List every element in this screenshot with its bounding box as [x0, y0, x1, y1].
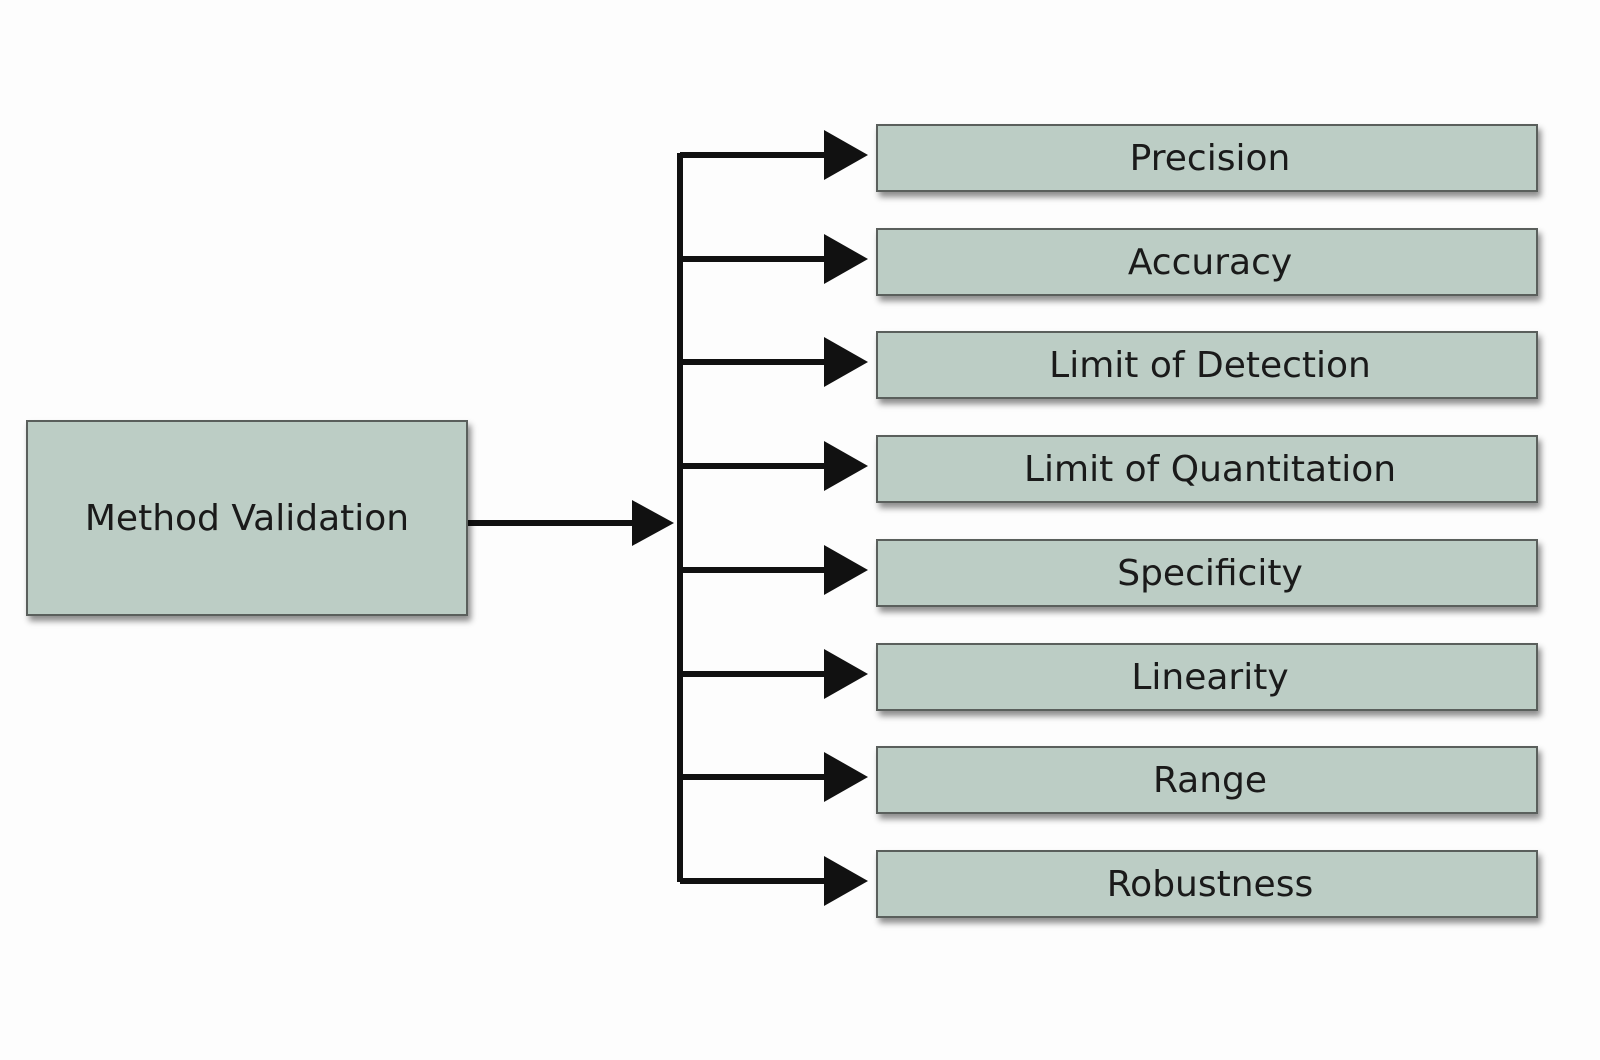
branch-arrowhead: [824, 337, 868, 387]
limit-of-quantitation-label: Limit of Quantitation: [1023, 448, 1397, 490]
limit-of-detection-label: Limit of Detection: [1049, 344, 1371, 386]
limit-of-detection-box: Limit of Detection: [876, 331, 1538, 399]
branch-arrowhead: [824, 545, 868, 595]
limit-of-quantitation-box: Limit of Quantitation: [876, 435, 1538, 503]
accuracy-label: Accuracy: [1127, 241, 1293, 283]
branch-arrows: [680, 130, 868, 906]
linearity-label: Linearity: [1131, 656, 1289, 698]
robustness-label: Robustness: [1106, 863, 1314, 905]
method-validation-label: Method Validation: [84, 497, 410, 539]
branch-arrowhead: [824, 234, 868, 284]
branch-arrowhead: [824, 752, 868, 802]
range-box: Range: [876, 746, 1538, 814]
branch-arrowhead: [824, 856, 868, 906]
range-label: Range: [1152, 759, 1268, 801]
branch-arrowhead: [824, 649, 868, 699]
branch-arrowhead: [824, 130, 868, 180]
linearity-box: Linearity: [876, 643, 1538, 711]
precision-label: Precision: [1129, 137, 1291, 179]
root-arrowhead: [632, 500, 674, 546]
branch-arrowhead: [824, 441, 868, 491]
method-validation-box: Method Validation: [26, 420, 468, 616]
precision-box: Precision: [876, 124, 1538, 192]
robustness-box: Robustness: [876, 850, 1538, 918]
specificity-label: Specificity: [1117, 552, 1303, 594]
accuracy-box: Accuracy: [876, 228, 1538, 296]
specificity-box: Specificity: [876, 539, 1538, 607]
